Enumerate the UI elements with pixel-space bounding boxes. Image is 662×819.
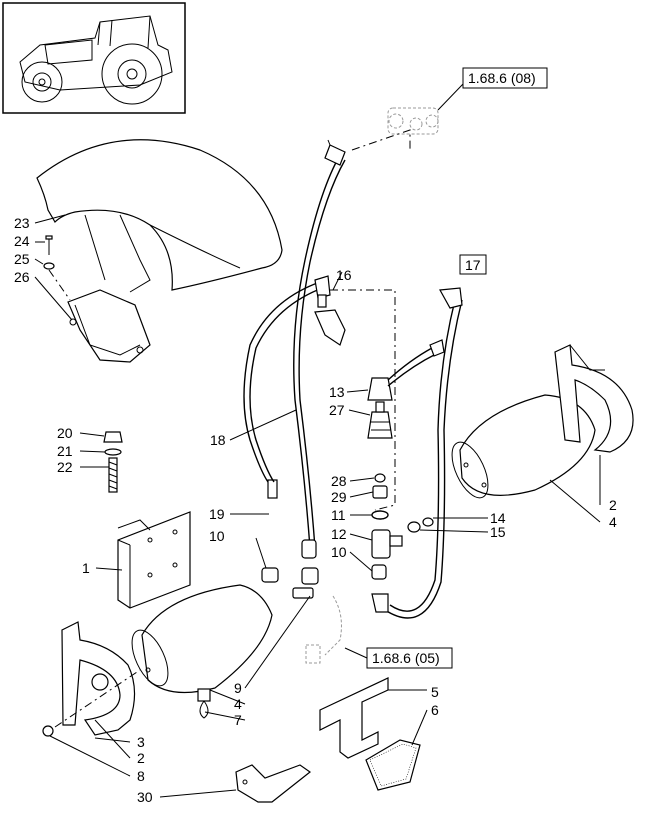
callout-22: 22	[57, 459, 73, 475]
callout-26: 26	[14, 269, 30, 285]
callout-13: 13	[329, 384, 345, 400]
bracket-30	[235, 764, 312, 803]
centerline	[54, 669, 141, 728]
callout-21: 21	[57, 443, 73, 459]
fitting-10-right	[371, 564, 387, 580]
tank-strap-lower	[61, 621, 136, 736]
callout-8: 8	[137, 768, 145, 784]
elbow-fitting-310	[301, 539, 317, 559]
callout-14: 14	[490, 510, 506, 526]
spacer-5	[319, 677, 389, 759]
reference-box-1-68-6-08[interactable]: 1.68.6 (08)	[462, 67, 548, 89]
callout-19: 19	[209, 506, 225, 522]
nut-20	[103, 431, 123, 443]
centerline	[330, 289, 396, 511]
tee-fitting-9	[292, 567, 319, 599]
washer-14	[422, 517, 434, 527]
tractor-thumbnail	[2, 2, 186, 114]
callout-2-lower: 2	[137, 750, 145, 766]
callout-10-right: 10	[331, 544, 347, 560]
callout-18: 18	[210, 432, 226, 448]
leader-lines	[34, 214, 601, 798]
reference-box-17[interactable]: 17	[459, 254, 487, 275]
callout-10-left: 10	[209, 528, 225, 544]
brake-valve-ghost	[387, 83, 464, 135]
washer-28	[374, 473, 386, 483]
callout-4-lower: 4	[234, 696, 242, 712]
fitting-bottom	[371, 593, 389, 613]
callout-1: 1	[82, 560, 90, 576]
mounting-plate	[117, 511, 191, 609]
washer-21	[104, 448, 122, 456]
air-tank-upper	[451, 394, 596, 499]
nut-15	[407, 521, 421, 533]
fender-bracket	[67, 289, 151, 363]
callout-11: 11	[331, 507, 346, 523]
callout-12: 12	[331, 526, 347, 542]
centerline	[351, 129, 411, 151]
o-ring-11	[371, 510, 389, 520]
callout-2-upper: 2	[609, 497, 617, 513]
tank-strap-upper	[554, 344, 634, 453]
tee-fitting-12	[371, 529, 403, 559]
callout-labels: 23 24 25 26 16 13 27 18 20 21 22 28 29 1…	[14, 215, 617, 805]
fitting-ghost	[305, 595, 368, 664]
callout-9: 9	[234, 680, 242, 696]
elbow-fitting-10	[261, 567, 279, 583]
callout-5: 5	[431, 684, 439, 700]
drain-valve	[197, 688, 211, 719]
pressure-switch-13	[367, 339, 445, 401]
callout-20: 20	[57, 425, 73, 441]
callout-27: 27	[329, 402, 345, 418]
callout-6: 6	[431, 702, 439, 718]
callout-3: 3	[137, 734, 145, 750]
reference-box-1-68-6-05[interactable]: 1.68.6 (05)	[366, 647, 453, 669]
bolt-8	[42, 725, 54, 737]
bolt-24	[45, 235, 53, 255]
switch-27	[367, 401, 393, 439]
reflector-6	[365, 739, 421, 791]
air-tank-lower	[131, 584, 273, 694]
reference-label: 17	[465, 257, 481, 273]
fitting-19	[267, 479, 278, 499]
callout-7: 7	[234, 712, 242, 728]
callout-29: 29	[331, 489, 347, 505]
reference-label: 1.68.6 (08)	[468, 70, 536, 86]
callout-23: 23	[14, 215, 30, 231]
callout-4-upper: 4	[609, 514, 617, 530]
adapter-29	[372, 485, 388, 499]
washer-25	[43, 262, 55, 270]
callout-25: 25	[14, 251, 30, 267]
hose-18-left	[243, 275, 331, 483]
callout-30: 30	[137, 789, 153, 805]
fender	[36, 139, 283, 293]
reference-label: 1.68.6 (05)	[372, 650, 440, 666]
callout-24: 24	[14, 233, 30, 249]
elbow-fitting-16	[314, 294, 346, 346]
hose-17	[384, 287, 463, 619]
hose-18	[293, 139, 346, 549]
stud-22	[108, 457, 118, 493]
callout-16: 16	[336, 267, 352, 283]
callout-15: 15	[490, 524, 506, 540]
centerline	[48, 269, 71, 301]
callout-28: 28	[331, 473, 347, 489]
